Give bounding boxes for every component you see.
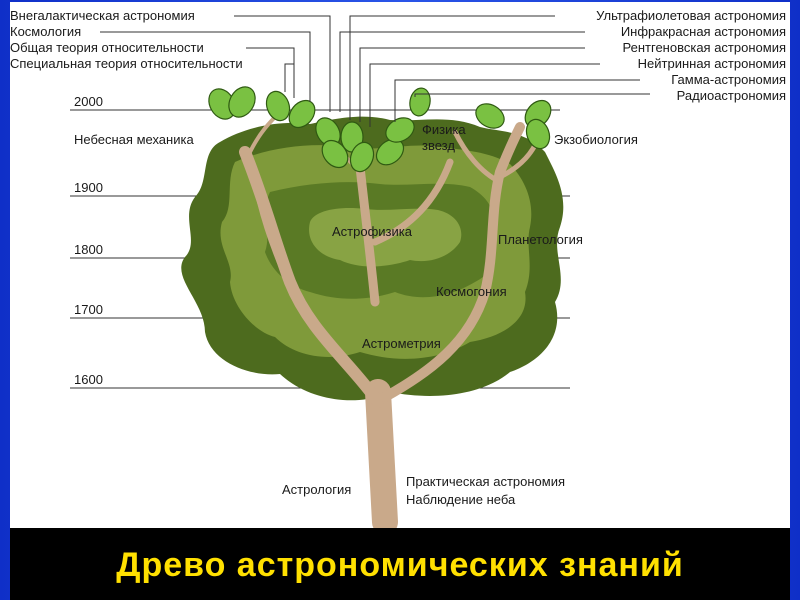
title-banner: Древо астрономических знаний xyxy=(10,528,790,600)
label-radio-astronomy: Радиоастрономия xyxy=(677,88,786,103)
label-ir-astronomy: Инфракрасная астрономия xyxy=(621,24,786,39)
label-special-relativity: Специальная теория относительности xyxy=(10,56,243,71)
year-1900: 1900 xyxy=(74,180,103,195)
label-practical-astronomy: Практическая астрономия xyxy=(406,474,565,489)
label-neutrino-astronomy: Нейтринная астрономия xyxy=(638,56,786,71)
diagram-panel: Внегалактическая астрономия Космология О… xyxy=(10,2,790,535)
leader-lines xyxy=(100,15,650,127)
year-1700: 1700 xyxy=(74,302,103,317)
label-xray-astronomy: Рентгеновская астрономия xyxy=(623,40,786,55)
label-gamma-astronomy: Гамма-астрономия xyxy=(671,72,786,87)
astronomy-tree-diagram: Внегалактическая астрономия Космология О… xyxy=(10,8,786,535)
year-2000: 2000 xyxy=(74,94,103,109)
label-planetology: Планетология xyxy=(498,232,583,247)
label-astrophysics: Астрофизика xyxy=(332,224,413,239)
label-stellar-physics-line1: Физика xyxy=(422,122,466,137)
label-sky-observation: Наблюдение неба xyxy=(406,492,516,507)
label-astrology: Астрология xyxy=(282,482,351,497)
label-stellar-physics-line2: звезд xyxy=(422,138,455,153)
label-uv-astronomy: Ультрафиолетовая астрономия xyxy=(596,8,786,23)
label-cosmogony: Космогония xyxy=(436,284,507,299)
year-1600: 1600 xyxy=(74,372,103,387)
slide-title: Древо астрономических знаний xyxy=(116,546,684,584)
label-exobiology: Экзобиология xyxy=(554,132,638,147)
label-cosmology: Космология xyxy=(10,24,81,39)
label-astrometry: Астрометрия xyxy=(362,336,441,351)
tree-leaves xyxy=(208,86,552,173)
tree-foliage xyxy=(181,116,564,401)
year-1800: 1800 xyxy=(74,242,103,257)
label-celestial-mechanics: Небесная механика xyxy=(74,132,194,147)
label-extragalactic-astronomy: Внегалактическая астрономия xyxy=(10,8,195,23)
label-general-relativity: Общая теория относительности xyxy=(10,40,204,55)
